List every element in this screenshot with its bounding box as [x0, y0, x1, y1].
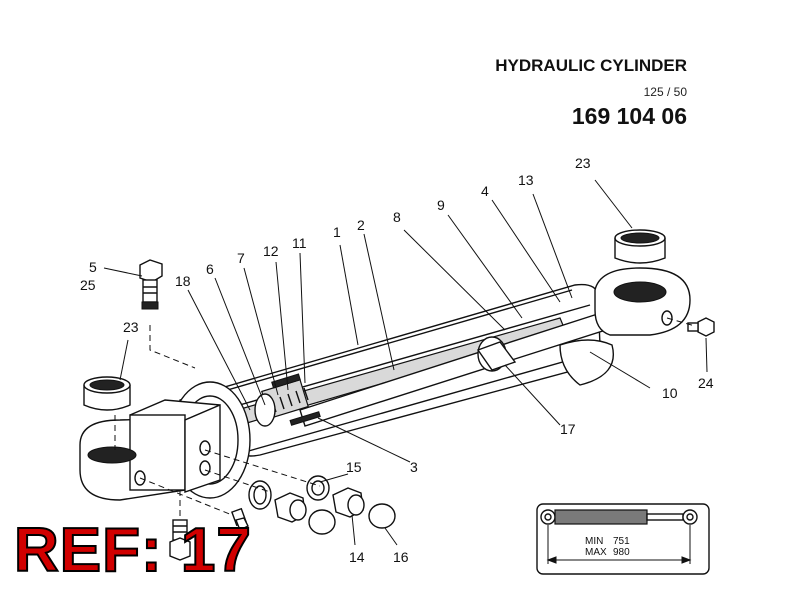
callout-15: 15 — [346, 459, 362, 475]
callout-18: 18 — [175, 273, 191, 289]
dimension-min-label: MIN — [585, 536, 603, 547]
base-end-clevis — [79, 399, 221, 501]
leader-lines — [103, 179, 708, 546]
callout-11: 11 — [292, 235, 307, 251]
callout-labels: 23 13 4 9 8 2 1 11 12 7 6 18 5 25 23 24 … — [80, 155, 714, 565]
callout-23-top: 23 — [575, 155, 591, 171]
rod-end-eye — [594, 267, 691, 336]
page-title: HYDRAULIC CYLINDER — [495, 56, 687, 75]
callout-6: 6 — [206, 261, 214, 277]
grease-nipple-small — [231, 507, 249, 531]
callout-24: 24 — [698, 375, 714, 391]
dimension-inset: MIN 751 MAX 980 — [536, 503, 710, 575]
callout-4: 4 — [481, 183, 489, 199]
part-number: 169 104 06 — [571, 103, 687, 129]
callout-9: 9 — [437, 197, 445, 213]
model-size: 125 / 50 — [643, 85, 687, 99]
callout-10: 10 — [662, 385, 678, 401]
callout-25: 25 — [80, 277, 96, 293]
callout-8: 8 — [393, 209, 401, 225]
reference-number: 17 — [180, 516, 252, 585]
fitting-left — [274, 492, 307, 523]
piston-assembly — [254, 373, 321, 427]
reference-stamp: REF: 17 — [13, 516, 252, 585]
dimension-max-value: 980 — [613, 547, 630, 558]
cap-right — [368, 503, 396, 529]
guide-line-ports — [139, 449, 321, 516]
reference-label: REF: — [13, 516, 163, 585]
dimension-min-value: 751 — [613, 536, 630, 547]
washer-left — [248, 480, 272, 510]
callout-23-left: 23 — [123, 319, 139, 335]
cap-left — [308, 509, 336, 535]
bushing-top — [614, 229, 666, 264]
guide-line-right — [666, 317, 696, 327]
callout-13: 13 — [518, 172, 534, 188]
dimension-max-label: MAX — [585, 547, 607, 558]
callout-5: 5 — [89, 259, 97, 275]
grease-nipple-bottom — [169, 519, 191, 561]
callout-14: 14 — [349, 549, 365, 565]
callout-7: 7 — [237, 250, 245, 266]
callout-12: 12 — [263, 243, 279, 259]
fitting-right — [332, 487, 365, 518]
guide-line-nipple — [149, 325, 196, 369]
washer-right — [306, 475, 330, 501]
callout-3: 3 — [410, 459, 418, 475]
callout-2: 2 — [357, 217, 365, 233]
callout-16: 16 — [393, 549, 409, 565]
bushing-left — [83, 376, 131, 411]
callout-17: 17 — [560, 421, 576, 437]
callout-1: 1 — [333, 224, 341, 240]
grease-nipple-top — [139, 259, 163, 310]
grease-nipple-right — [687, 317, 715, 337]
